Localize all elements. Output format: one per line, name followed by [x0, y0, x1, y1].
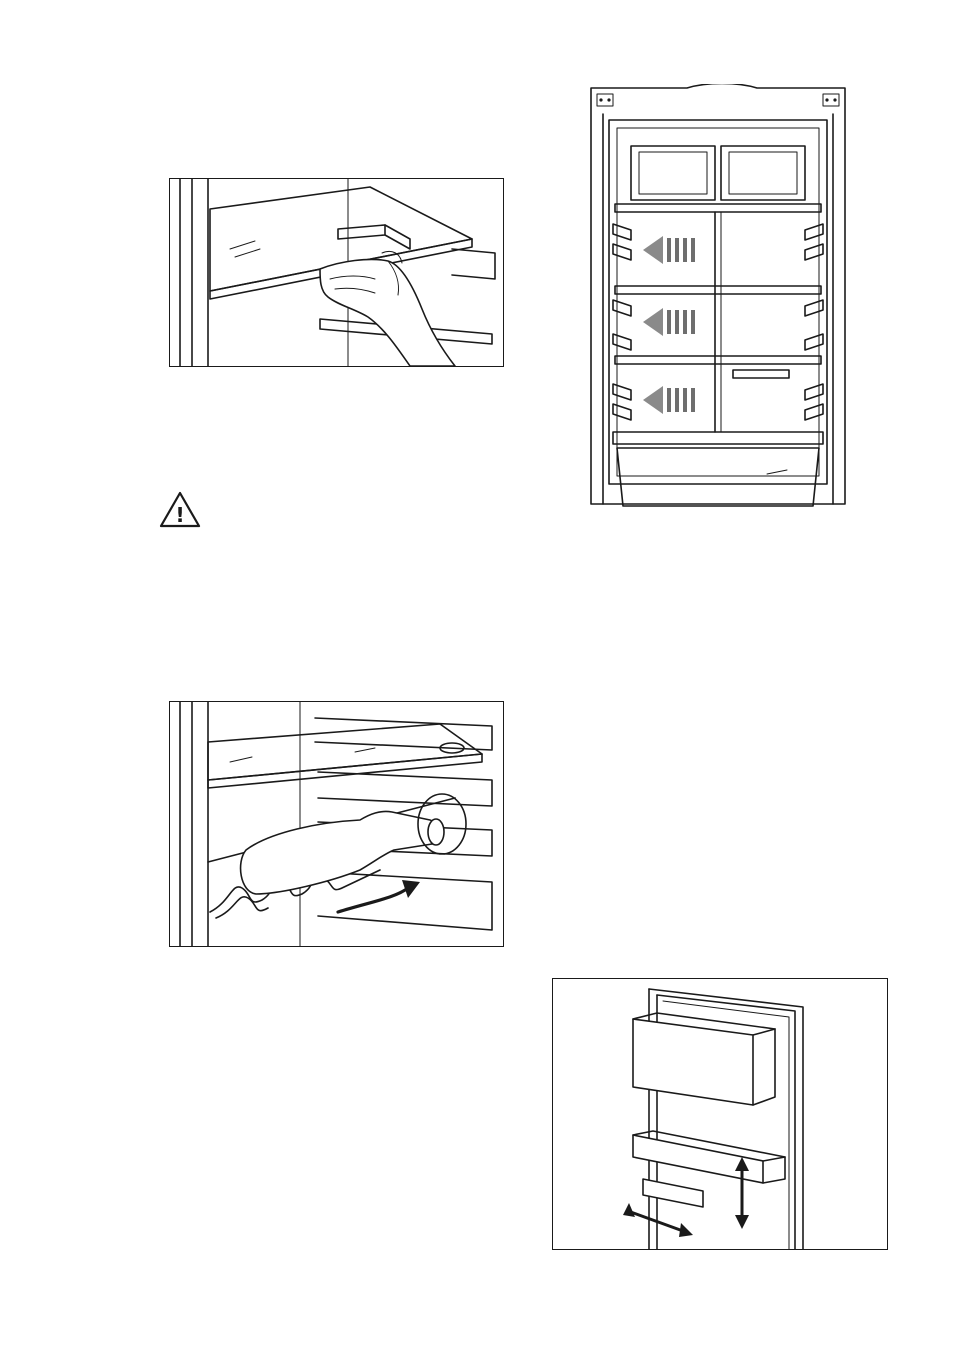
fridge-interior-illustration — [587, 84, 849, 514]
hand-lifting-glass-shelf-illustration — [170, 179, 503, 366]
shelf-arrow-2 — [643, 308, 663, 336]
warning-figure: ! — [159, 491, 201, 529]
bottle-rack-figure — [169, 701, 504, 947]
fridge-interior-figure — [587, 84, 849, 514]
shelf-slide-arrows — [643, 236, 695, 414]
warning-symbol: ! — [175, 503, 184, 527]
door-shelves-figure — [552, 978, 888, 1250]
shelf-arrow-1 — [643, 236, 663, 264]
shelf-removal-figure — [169, 178, 504, 367]
bottle-rack-illustration — [170, 702, 503, 946]
door-balcony-adjust-illustration — [553, 979, 887, 1249]
warning-triangle-icon: ! — [159, 491, 201, 529]
shelf-arrow-3 — [643, 386, 663, 414]
